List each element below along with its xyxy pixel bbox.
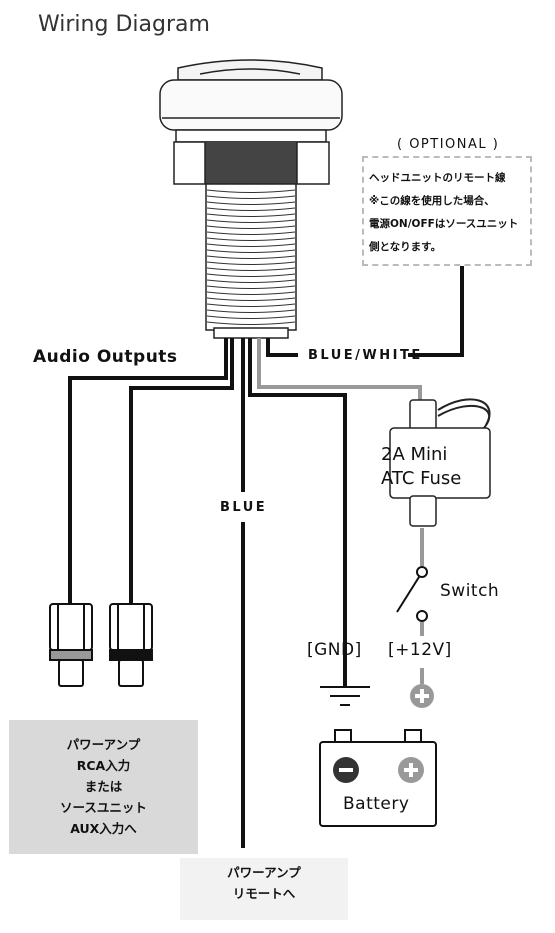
optional-header: ( OPTIONAL ) (397, 137, 500, 152)
amp-rca-line: または (84, 779, 123, 794)
optional-note-line: ※この線を使用した場合、 (369, 195, 495, 207)
thread-line (206, 291, 296, 295)
amp-rca-input-box: パワーアンプ RCA入力 または ソースユニット AUX入力へ (9, 720, 198, 854)
thread-line (206, 255, 296, 259)
amp-rca-line: ソースユニット (60, 800, 147, 815)
thread-line (206, 213, 296, 217)
amp-rca-line: RCA入力 (76, 758, 131, 773)
blue-white-wire-label: BLUE/WHITE (308, 348, 423, 363)
switch-icon (396, 566, 428, 622)
thread-line (206, 315, 296, 319)
optional-note-box: ヘッドユニットのリモート線 ※この線を使用した場合、 電源ON/OFFはソースユ… (362, 156, 532, 266)
switch-label: Switch (440, 581, 500, 601)
amp-remote-line: リモートへ (232, 886, 296, 901)
audio-outputs-label: Audio Outputs (33, 347, 178, 367)
battery-icon (319, 729, 437, 827)
thread-line (206, 297, 296, 301)
wires (68, 266, 464, 848)
amp-rca-line: パワーアンプ (66, 737, 141, 752)
thread-line (206, 201, 296, 205)
thread-line (206, 237, 296, 241)
thread-line (206, 261, 296, 265)
amp-remote-line: パワーアンプ (227, 865, 301, 880)
thread-line (206, 225, 296, 229)
fuse-label-line2: ATC Fuse (381, 468, 462, 489)
thread-line (206, 273, 296, 277)
rca-plug-right-icon (109, 603, 153, 687)
thread-line (206, 189, 296, 193)
thread-line (206, 267, 296, 271)
rca-plug-left-icon (49, 603, 93, 687)
plus12v-label: [+12V] (388, 640, 452, 660)
optional-note-line: ヘッドユニットのリモート線 (369, 172, 506, 184)
fuse-label-line1: 2A Mini (381, 444, 448, 465)
thread-line (206, 303, 296, 307)
thread-line (206, 243, 296, 247)
thread-line (206, 309, 296, 313)
thread-line (206, 279, 296, 283)
fuse-icon (389, 398, 491, 527)
thread-line (206, 207, 296, 211)
plus-terminal-icon (410, 684, 434, 708)
gnd-label: [GND] (307, 640, 362, 660)
thread-line (206, 321, 296, 325)
thread-line (206, 195, 296, 199)
head-unit-icon (159, 59, 343, 339)
optional-note-line: 側となります。 (369, 241, 442, 253)
thread-line (206, 249, 296, 253)
thread-line (206, 285, 296, 289)
thread-line (206, 231, 296, 235)
battery-label: Battery (343, 794, 410, 814)
amp-remote-box: パワーアンプ リモートへ (180, 858, 348, 920)
blue-wire-label: BLUE (220, 500, 268, 515)
amp-rca-line: AUX入力へ (70, 821, 137, 836)
thread-line (206, 219, 296, 223)
page-title: Wiring Diagram (38, 12, 210, 37)
optional-note-line: 電源ON/OFFはソースユニット (369, 218, 519, 230)
gray-wire (257, 338, 422, 406)
ground-icon (320, 686, 370, 706)
